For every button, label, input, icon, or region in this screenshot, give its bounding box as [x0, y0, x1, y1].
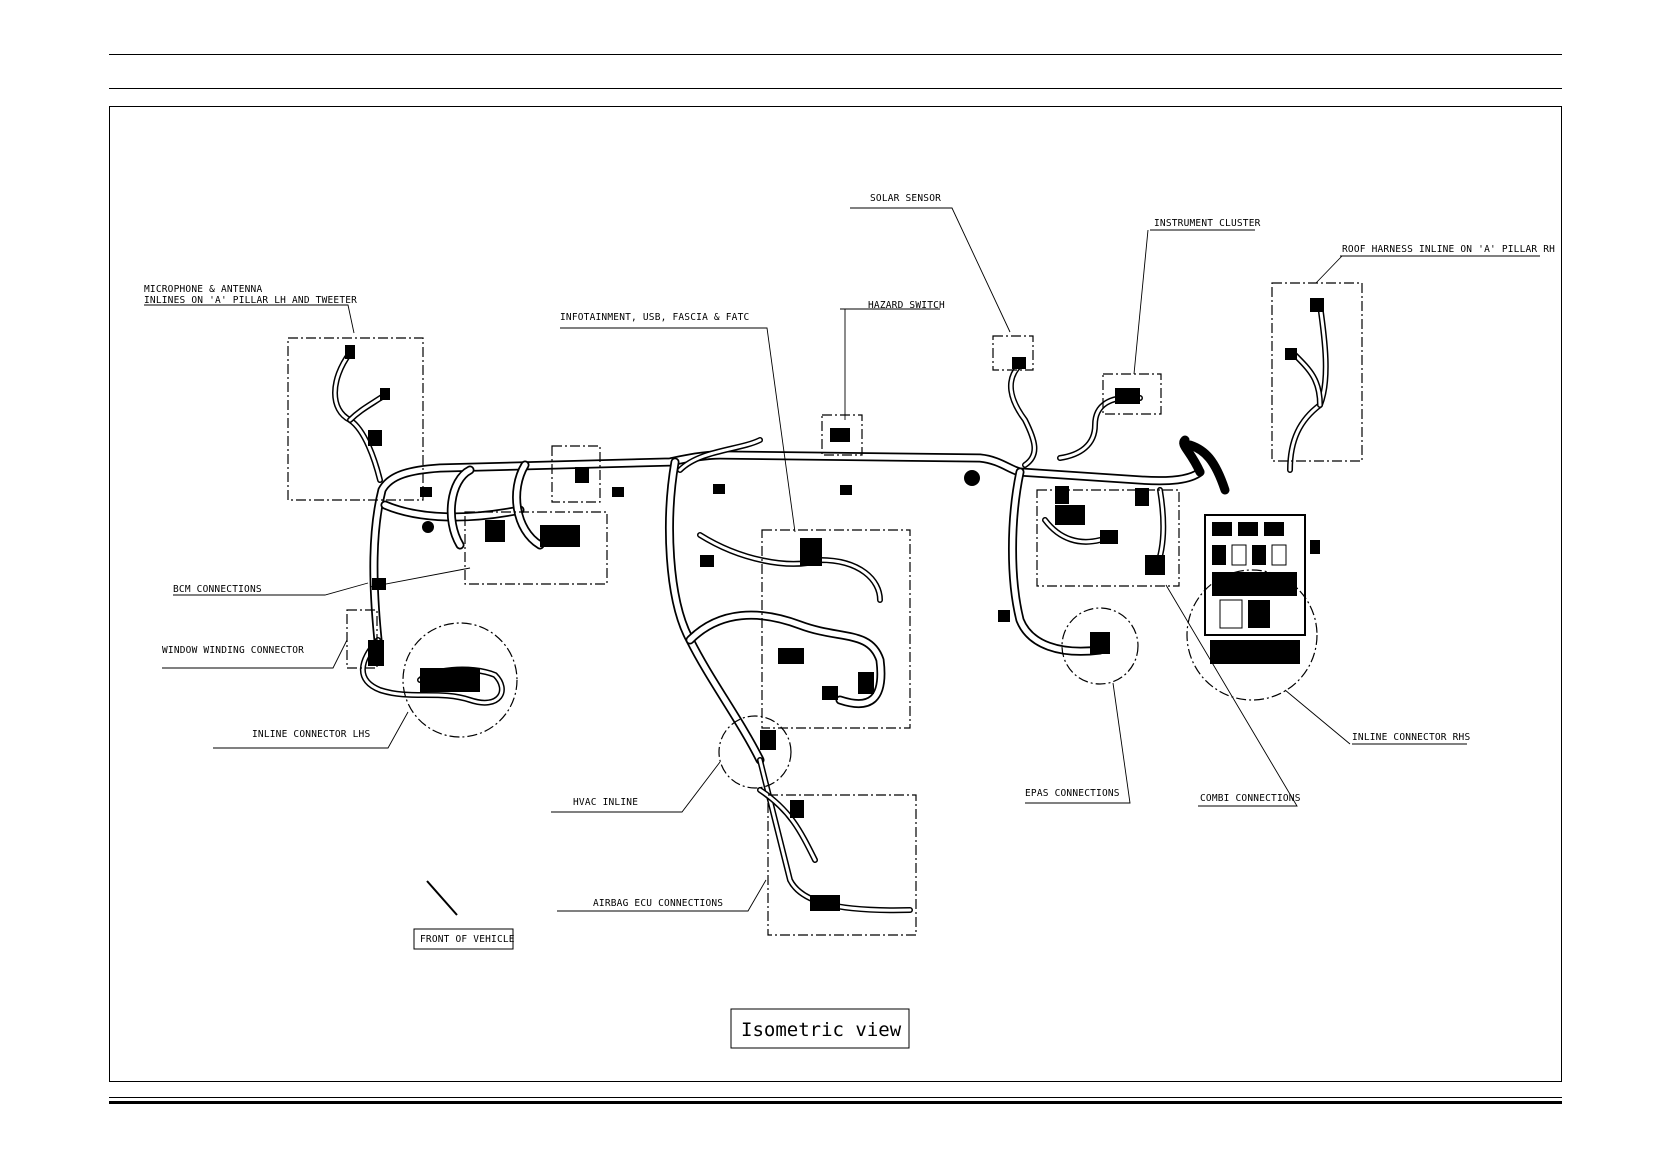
label-front-of-vehicle: FRONT OF VEHICLE	[420, 934, 515, 945]
label-combi-connections: COMBI CONNECTIONS	[1200, 793, 1301, 804]
drawing-frame	[109, 106, 1562, 1082]
leader-lines	[144, 207, 1540, 912]
front-of-vehicle-box	[413, 928, 514, 950]
view-title: Isometric view	[741, 1019, 902, 1041]
label-epas-connections: EPAS CONNECTIONS	[1025, 788, 1120, 799]
label-instrument-cluster: INSTRUMENT CLUSTER	[1154, 218, 1261, 229]
label-inline-lhs: INLINE CONNECTOR LHS	[252, 729, 370, 740]
callout-boxes	[287, 282, 1363, 936]
header-rule-top	[109, 54, 1562, 55]
label-solar-sensor: SOLAR SENSOR	[870, 193, 941, 204]
labels: MICROPHONE & ANTENNA INLINES ON 'A' PILL…	[144, 193, 1555, 1041]
footer-rule-thin	[109, 1097, 1562, 1098]
main-harness-trunk	[369, 450, 1205, 645]
label-bcm-connections: BCM CONNECTIONS	[173, 584, 262, 595]
footer-rule-thick	[109, 1101, 1562, 1104]
left-pillar-harness	[332, 350, 388, 483]
label-inline-rhs: INLINE CONNECTOR RHS	[1352, 732, 1470, 743]
label-airbag-ecu: AIRBAG ECU CONNECTIONS	[593, 898, 723, 909]
connectors	[345, 298, 1324, 911]
label-roof-harness: ROOF HARNESS INLINE ON 'A' PILLAR RH	[1342, 244, 1555, 255]
label-microphone-line2: INLINES ON 'A' PILLAR LH AND TWEETER	[144, 295, 357, 306]
upper-right-branches	[1007, 302, 1329, 473]
view-title-box	[730, 1008, 910, 1049]
label-hazard-switch: HAZARD SWITCH	[868, 300, 945, 311]
label-infotainment: INFOTAINMENT, USB, FASCIA & FATC	[560, 312, 749, 323]
junction-block	[1204, 514, 1306, 664]
label-hvac-inline: HVAC INLINE	[573, 797, 638, 808]
header-rule-bottom	[109, 88, 1562, 89]
infotainment-branch	[677, 437, 886, 709]
label-microphone-line1: MICROPHONE & ANTENNA	[144, 284, 262, 295]
label-window-winding: WINDOW WINDING CONNECTOR	[162, 645, 304, 656]
front-arrow	[426, 880, 458, 916]
